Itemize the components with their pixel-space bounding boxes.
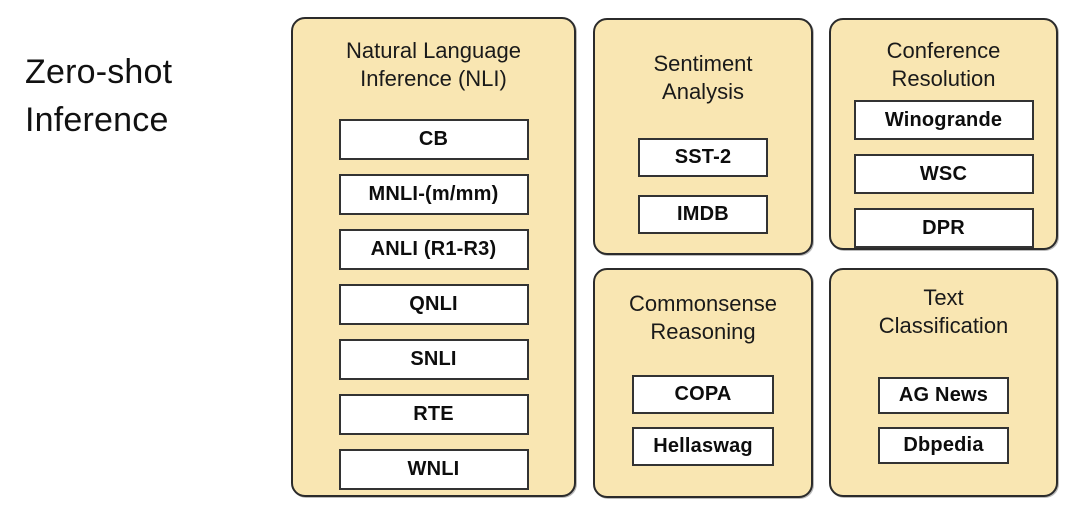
- conference-task-list: Winogrande WSC DPR: [853, 100, 1034, 248]
- panel-title-conference-line1: Conference: [886, 38, 1001, 63]
- task-box-rte: RTE: [338, 394, 529, 435]
- panel-natural-language-inference: Natural Language Inference (NLI) CB MNLI…: [291, 17, 576, 497]
- task-box-mnli: MNLI-(m/mm): [338, 174, 529, 215]
- task-box-wnli: WNLI: [338, 449, 529, 490]
- task-box-snli: SNLI: [338, 339, 529, 380]
- panel-title-textclass-line2: Classification: [878, 312, 1009, 338]
- panel-title-nli-line2: Inference (NLI): [360, 65, 507, 91]
- panel-title-sentiment-line2: Analysis: [662, 78, 744, 104]
- panel-title-textclass-line1: Text: [923, 285, 964, 310]
- panel-title-commonsense-reasoning: Commonsense Reasoning: [629, 290, 777, 345]
- commonsense-task-list: COPA Hellaswag: [632, 375, 774, 466]
- textclass-task-list: AG News Dbpedia: [878, 377, 1009, 464]
- panel-conference-resolution: Conference Resolution Winogrande WSC DPR: [829, 18, 1058, 250]
- task-box-dpr: DPR: [853, 208, 1034, 248]
- panel-title-commonsense-line2: Reasoning: [650, 318, 756, 344]
- task-box-sst2: SST-2: [638, 138, 768, 177]
- task-box-cb: CB: [338, 119, 529, 160]
- zero-shot-inference-label: Zero-shot Inference: [25, 48, 172, 145]
- panel-commonsense-reasoning: Commonsense Reasoning COPA Hellaswag: [593, 268, 813, 498]
- panel-title-text-classification: Text Classification: [879, 284, 1009, 339]
- nli-task-list: CB MNLI-(m/mm) ANLI (R1-R3) QNLI SNLI RT…: [338, 119, 529, 490]
- task-box-anli: ANLI (R1-R3): [338, 229, 529, 270]
- panel-title-sentiment-line1: Sentiment: [653, 51, 753, 76]
- zero-shot-inference-label-line1: Zero-shot: [25, 53, 173, 91]
- panel-title-conference-resolution: Conference Resolution: [887, 37, 1001, 92]
- task-box-winogrande: Winogrande: [853, 100, 1034, 140]
- task-box-hellaswag: Hellaswag: [632, 427, 774, 466]
- panel-title-conference-line2: Resolution: [891, 65, 996, 91]
- panel-title-nli-line1: Natural Language: [346, 38, 521, 63]
- panel-sentiment-analysis: Sentiment Analysis SST-2 IMDB: [593, 18, 813, 255]
- task-box-qnli: QNLI: [338, 284, 529, 325]
- panel-text-classification: Text Classification AG News Dbpedia: [829, 268, 1058, 497]
- panel-title-sentiment-analysis: Sentiment Analysis: [653, 50, 752, 105]
- task-box-wsc: WSC: [853, 154, 1034, 194]
- panel-title-nli: Natural Language Inference (NLI): [346, 37, 521, 92]
- task-box-dbpedia: Dbpedia: [878, 427, 1009, 464]
- task-box-agnews: AG News: [878, 377, 1009, 414]
- panel-title-commonsense-line1: Commonsense: [629, 291, 777, 316]
- task-box-imdb: IMDB: [638, 195, 768, 234]
- zero-shot-inference-label-line2: Inference: [25, 101, 169, 140]
- sentiment-task-list: SST-2 IMDB: [638, 138, 768, 234]
- task-box-copa: COPA: [632, 375, 774, 414]
